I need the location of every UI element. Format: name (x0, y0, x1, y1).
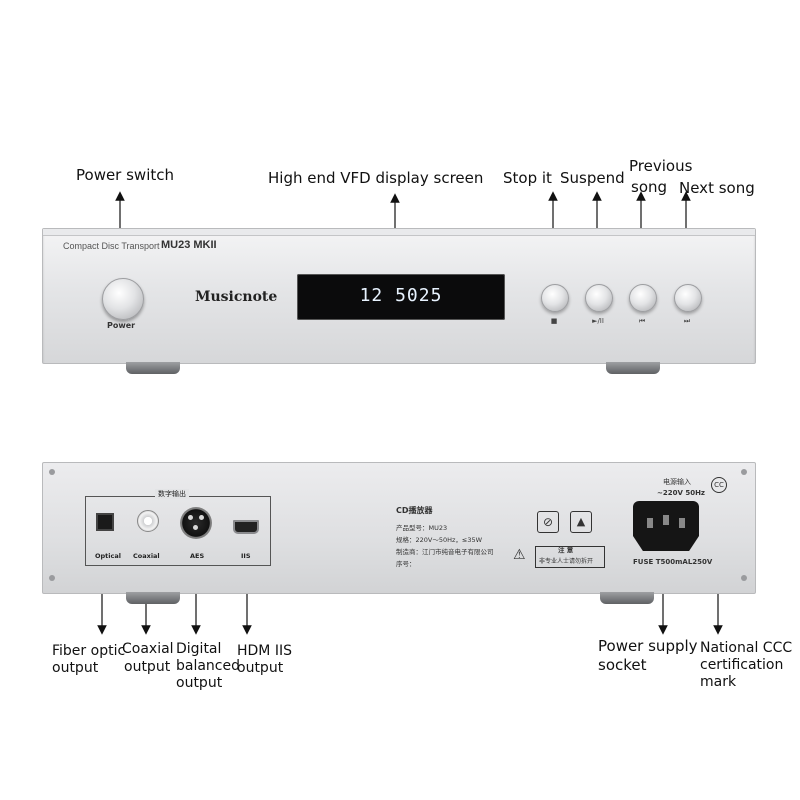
callout-previous-line1: Previous (629, 157, 693, 175)
notice-title: 注 意 (558, 546, 574, 554)
callout-coax-line2: output (124, 659, 171, 675)
socket-pin-icon (679, 518, 685, 528)
socket-pin-icon (663, 515, 669, 525)
aes-label: AES (190, 552, 205, 560)
notice-box (535, 546, 605, 568)
previous-icon: ⏮ (638, 317, 646, 325)
power-label: Power (107, 321, 136, 330)
digital-output-title: 数字输出 (155, 489, 189, 499)
model-description: Compact Disc Transport (63, 241, 160, 251)
callout-power-socket-line2: socket (598, 656, 647, 674)
callout-digital-line2: balanced (176, 658, 241, 674)
screw (49, 575, 55, 581)
callout-power-socket-line1: Power supply (598, 637, 698, 655)
recycle-icon: ▲ (570, 511, 592, 533)
stop-icon: ■ (550, 317, 558, 325)
callout-stop: Stop it (503, 169, 552, 187)
callout-vfd: High end VFD display screen (268, 169, 484, 187)
callout-digital-line1: Digital (176, 641, 222, 657)
rear-foot-left (126, 592, 180, 604)
callout-fiber-line2: output (52, 660, 99, 676)
vfd-readout: 12 5025 (359, 285, 443, 306)
rear-panel: 数字输出 Optical Coaxial AES IIS CD播放器 产品型号：… (42, 462, 756, 594)
callout-previous-line2: song (631, 178, 668, 196)
notice-text: 非专业人士请勿拆开 (539, 558, 594, 565)
screw (741, 469, 747, 475)
warning-triangle-icon: ⚠ (513, 547, 526, 563)
front-foot-right (606, 362, 660, 374)
callout-coax-line1: Coaxial (122, 641, 174, 657)
callout-ccc-line2: certification (700, 657, 784, 673)
product-info-line: 产品型号：MU23 (396, 524, 448, 532)
ccc-mark-icon: CC (711, 477, 727, 493)
iis-label: IIS (241, 552, 251, 560)
callout-next: Next song (679, 179, 755, 197)
product-title: CD播放器 (396, 506, 433, 515)
xlr-pin-icon (199, 515, 204, 520)
model-name: MU23 MKII (161, 239, 217, 251)
callout-ccc-line3: mark (700, 674, 737, 690)
socket-pin-icon (647, 518, 653, 528)
play-pause-icon: ►/II (592, 317, 604, 325)
front-panel: Compact Disc Transport MU23 MKII Power M… (42, 228, 756, 364)
xlr-pin-icon (193, 525, 198, 530)
optical-label: Optical (95, 552, 121, 560)
next-icon: ⏭ (683, 317, 691, 325)
power-input-label: 电源输入 (663, 478, 691, 486)
power-button[interactable] (102, 278, 144, 320)
callout-ccc-line1: National CCC (700, 640, 793, 656)
screw (49, 469, 55, 475)
vfd-display: 12 5025 (297, 274, 505, 320)
product-info-line: 规格：220V～50Hz，≤35W (396, 536, 483, 544)
previous-button[interactable] (629, 284, 657, 312)
hdmi-iis-jack[interactable] (233, 520, 259, 534)
power-input-spec: ~220V 50Hz (657, 489, 706, 497)
fuse-rating: FUSE T500mAL250V (633, 558, 713, 566)
callout-fiber-line1: Fiber optic (52, 643, 126, 659)
product-info-line: 制造商：江门市纯音电子有限公司 (396, 548, 494, 556)
screw (741, 575, 747, 581)
front-foot-left (126, 362, 180, 374)
stop-button[interactable] (541, 284, 569, 312)
optical-jack[interactable] (96, 513, 114, 531)
coaxial-label: Coaxial (133, 552, 160, 560)
aes-xlr-jack[interactable] (180, 507, 212, 539)
callout-power-switch: Power switch (76, 166, 175, 184)
iec-power-socket[interactable] (633, 501, 699, 551)
coaxial-jack[interactable] (137, 510, 159, 532)
callout-hdmi-line1: HDM IIS (237, 643, 292, 659)
callout-suspend: Suspend (560, 169, 625, 187)
callout-hdmi-line2: output (237, 660, 284, 676)
front-top-edge (43, 229, 755, 236)
no-disassemble-icon: ⊘ (537, 511, 559, 533)
product-info-line: 序号： (396, 560, 416, 568)
next-button[interactable] (674, 284, 702, 312)
xlr-pin-icon (188, 515, 193, 520)
callout-digital-line3: output (176, 675, 223, 691)
rear-foot-right (600, 592, 654, 604)
brand-logo: Musicnote (195, 289, 278, 305)
play-pause-button[interactable] (585, 284, 613, 312)
